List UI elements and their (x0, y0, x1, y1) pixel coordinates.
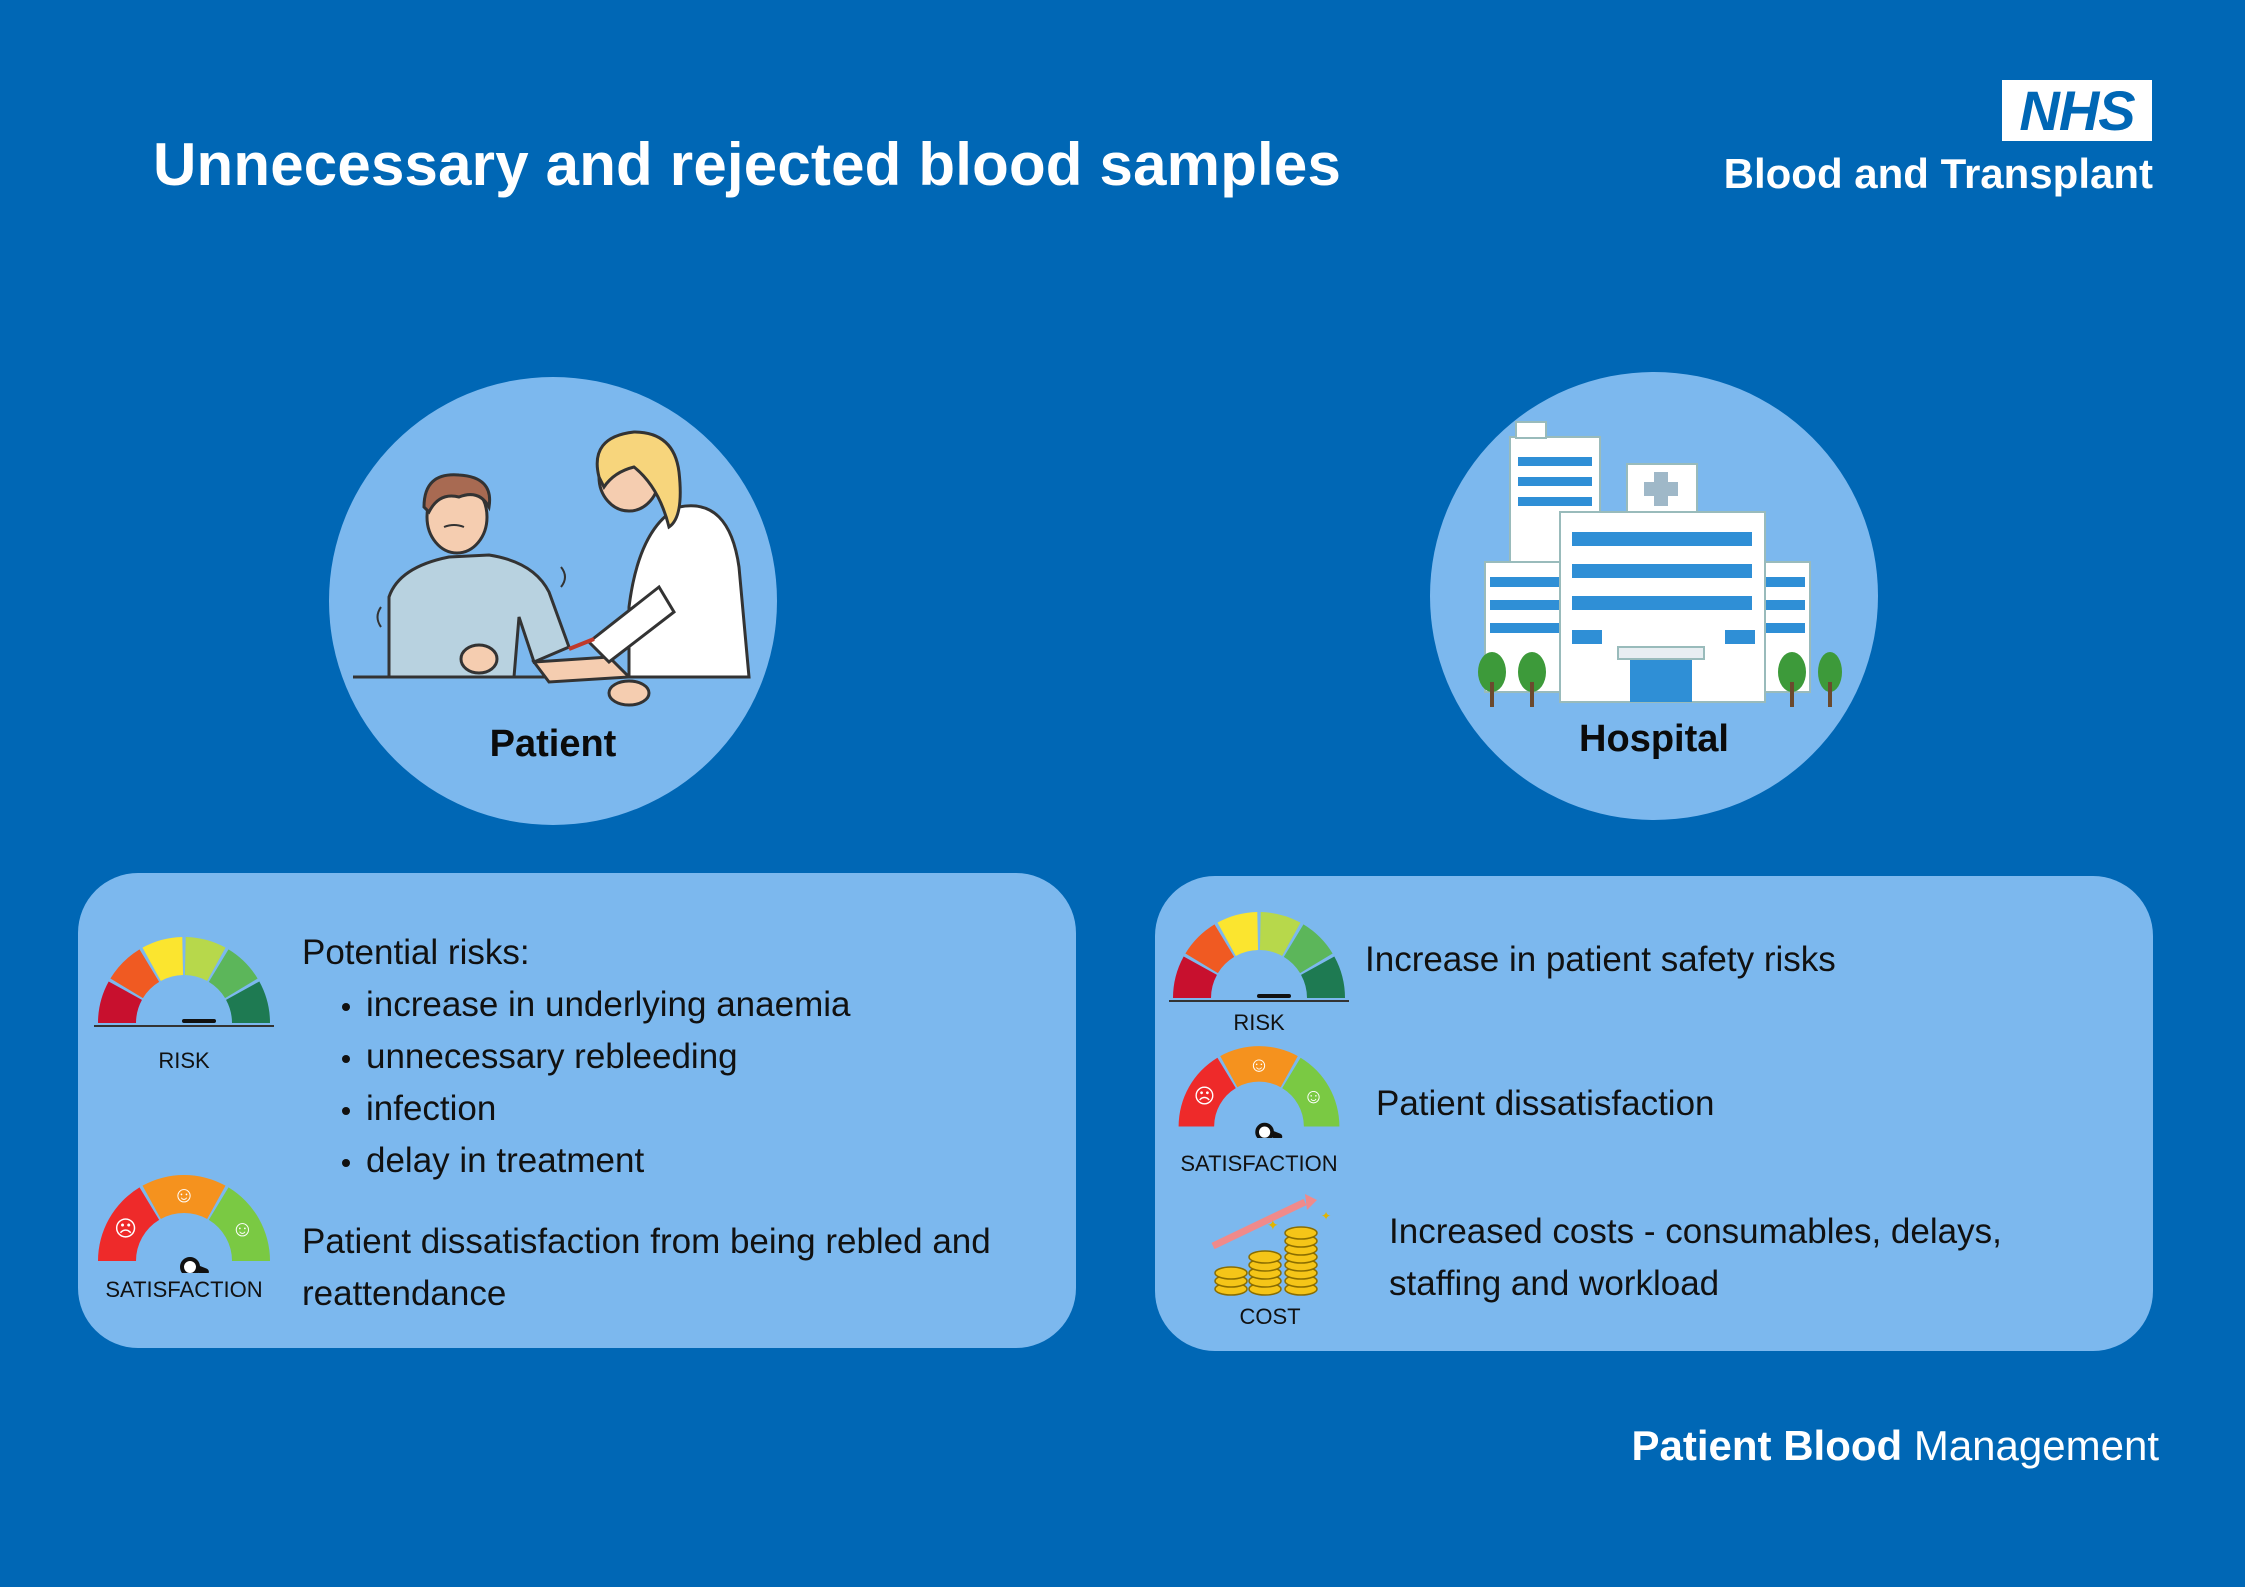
risk-gauge-icon (94, 937, 274, 1027)
gauge-face-icon: ☹ (114, 1216, 137, 1241)
hospital-risk-text: Increase in patient safety risks (1365, 940, 1836, 979)
satisfaction-label: SATISFACTION (1180, 1151, 1338, 1176)
patient-info-card: RISK Potential risks: increase in underl… (78, 873, 1076, 1348)
gauge-segment (1220, 1046, 1298, 1088)
cost-line-2: staffing and workload (1389, 1264, 1720, 1303)
gauge-segment (1185, 924, 1235, 974)
gauge-face-icon: ☺ (173, 1182, 195, 1207)
gauge-segment (226, 981, 270, 1023)
risks-intro: Potential risks: (302, 933, 530, 972)
svg-text:✦: ✦ (1267, 1217, 1279, 1233)
risk-label: RISK (1233, 1010, 1285, 1035)
hospital-building-illustration (1478, 421, 1842, 707)
gauge-segment (1259, 912, 1301, 956)
gauge-segment (142, 937, 184, 981)
hospital-label: Hospital (1579, 718, 1729, 760)
nhs-logo-text: NHS (2019, 79, 2135, 142)
gauge-segment (1282, 1057, 1340, 1127)
cost-line-1: Increased costs - consumables, delays, (1389, 1212, 2002, 1251)
svg-text:✦: ✦ (1321, 1209, 1331, 1223)
risk-gauge-icon (1169, 912, 1349, 1002)
footer-bold: Patient Blood (1631, 1422, 1903, 1469)
patient-risks-block: Potential risks: increase in underlying … (302, 927, 850, 1187)
gauge-segment (1301, 956, 1345, 998)
risks-list: increase in underlying anaemia unnecessa… (302, 979, 850, 1187)
gauge-segment (142, 1175, 226, 1219)
gauge-segment (110, 949, 160, 999)
patient-dissatisfaction-text: Patient dissatisfaction from being reble… (302, 1216, 991, 1320)
list-item: delay in treatment (341, 1135, 850, 1187)
patient-label: Patient (489, 723, 617, 765)
cost-label: COST (1239, 1304, 1301, 1329)
gauge-segment (98, 981, 142, 1023)
gauge-segment (1178, 1057, 1236, 1127)
gauge-hub (1255, 1122, 1274, 1138)
gauge-face-icon: ☺ (1303, 1085, 1324, 1108)
gauge-segment (1283, 924, 1333, 974)
patient-circle: Patient (329, 377, 777, 825)
gauge-segment (1217, 912, 1259, 956)
dissatisfaction-line-2: reattendance (302, 1274, 507, 1313)
rising-coins-icon: ✦ ✦ (1211, 1194, 1331, 1296)
hospital-satisfaction-text: Patient dissatisfaction (1376, 1084, 1715, 1123)
gauge-hub (180, 1257, 200, 1273)
gauge-segment (184, 937, 226, 981)
list-item: unnecessary rebleeding (341, 1031, 850, 1083)
satisfaction-gauge-icon: ☹ ☺ ☺ (1178, 1046, 1340, 1138)
list-item: infection (341, 1083, 850, 1135)
gauge-face-icon: ☺ (231, 1216, 253, 1241)
nhs-logo: NHS (2002, 79, 2152, 142)
footer-regular: Management (1902, 1422, 2159, 1469)
gauge-face-icon: ☹ (1194, 1085, 1215, 1108)
page-title: Unnecessary and rejected blood samples (153, 131, 1342, 198)
gauge-segment (1173, 956, 1217, 998)
hospital-info-card: RISK Increase in patient safety risks ☹ ☺… (1155, 876, 2153, 1351)
gauge-segment (208, 949, 258, 999)
patient-blood-draw-illustration (353, 430, 751, 707)
gauge-face-icon: ☺ (1249, 1053, 1270, 1076)
footer-brand: Patient Blood Management (1632, 1422, 2160, 1470)
satisfaction-label: SATISFACTION (105, 1277, 263, 1302)
gauge-segment (208, 1187, 270, 1261)
risk-label: RISK (158, 1048, 210, 1073)
dissatisfaction-line-1: Patient dissatisfaction from being reble… (302, 1222, 991, 1261)
hospital-circle: Hospital (1430, 372, 1878, 820)
hospital-cost-text: Increased costs - consumables, delays, s… (1389, 1206, 2002, 1310)
org-name: Blood and Transplant (1723, 150, 2153, 197)
gauge-segment (98, 1187, 160, 1261)
satisfaction-gauge-icon: ☹ ☺ ☺ (98, 1175, 270, 1273)
list-item: increase in underlying anaemia (341, 979, 850, 1031)
